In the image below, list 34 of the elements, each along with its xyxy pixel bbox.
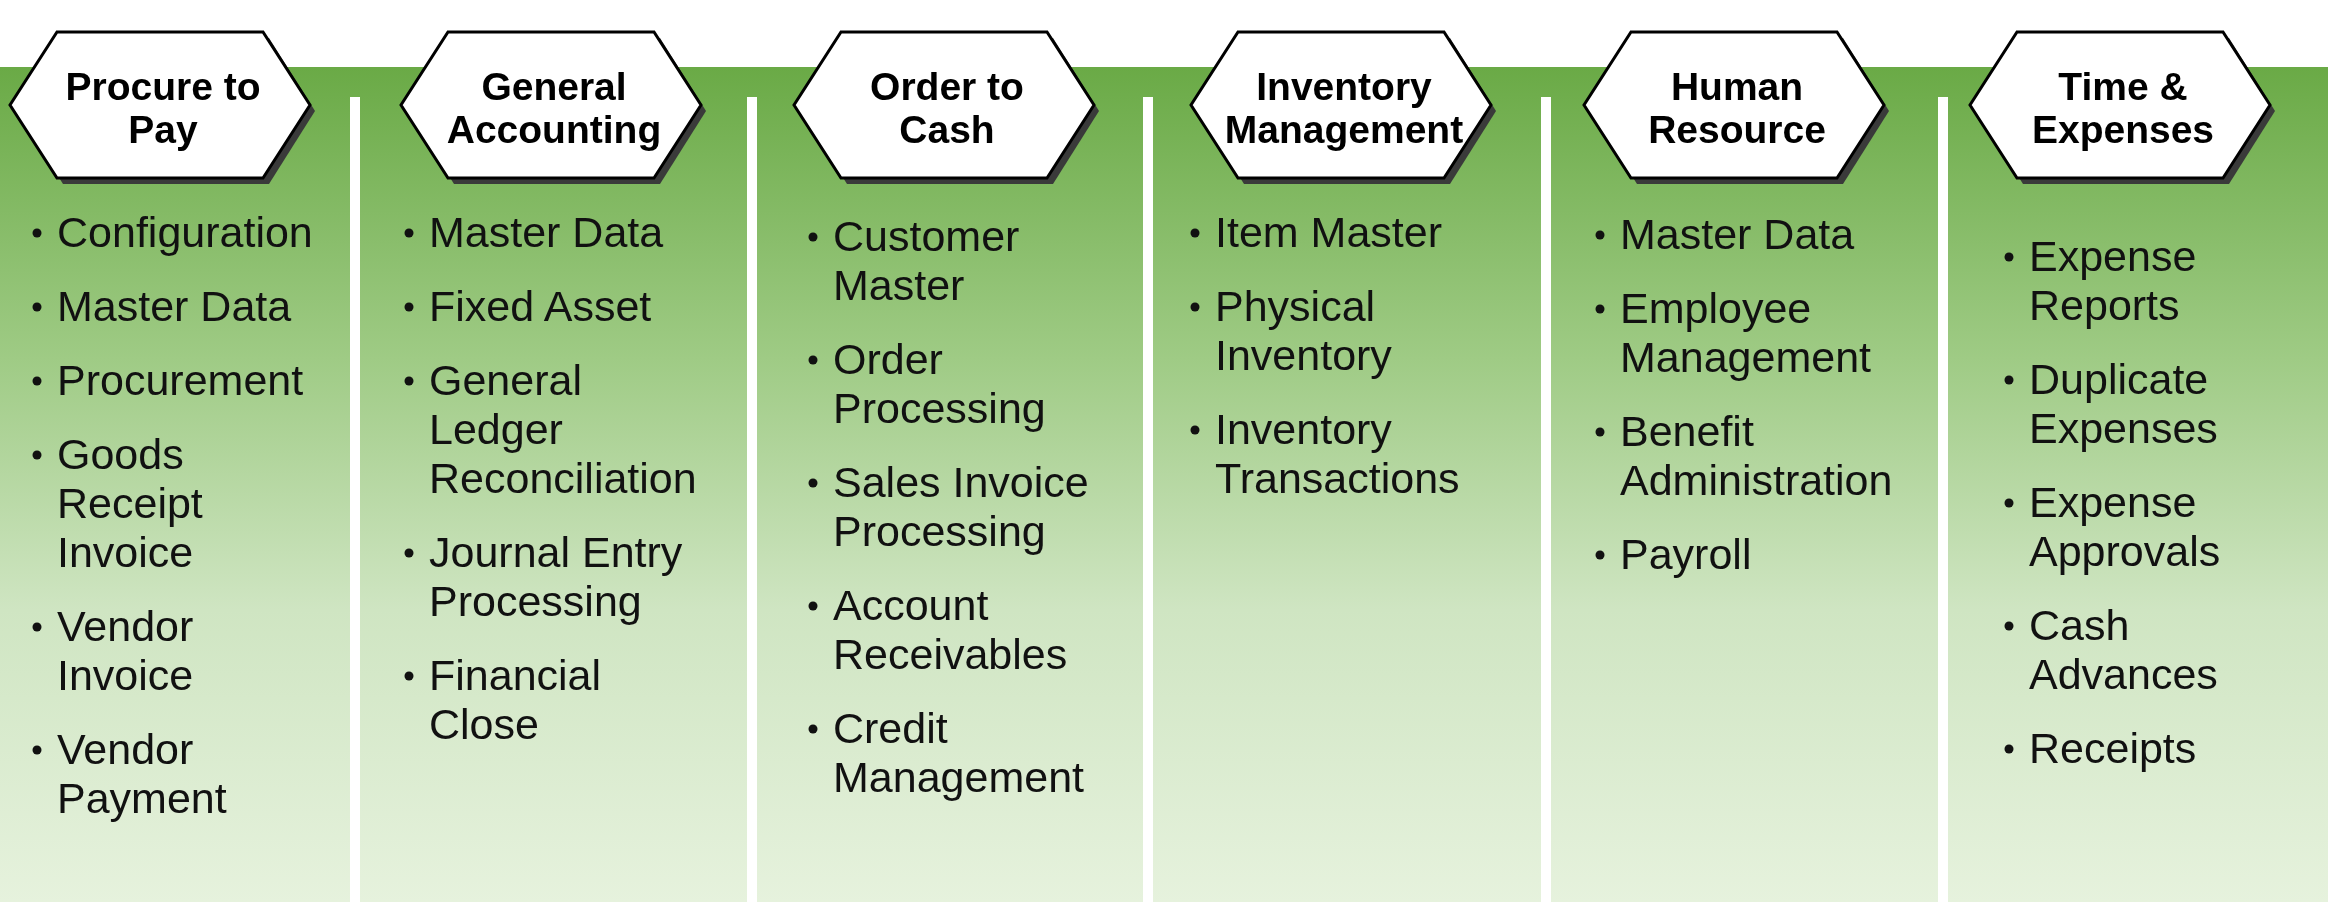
list-item: Configuration <box>57 208 314 257</box>
list-item: Master Data <box>57 282 293 331</box>
list-item: Master Data <box>1620 210 1856 259</box>
list-item: Expense Reports <box>2029 232 2198 330</box>
list-item: Account Receivables <box>833 581 1069 679</box>
list-item: Employee Management <box>1620 284 1872 382</box>
list-item: Financial Close <box>429 651 603 749</box>
list-item: General Ledger Reconciliation <box>429 356 698 503</box>
list-item: Journal Entry Processing <box>429 528 684 626</box>
list-item: Sales Invoice Processing <box>833 458 1090 556</box>
list-item: Inventory Transactions <box>1215 405 1461 503</box>
list-item: Master Data <box>429 208 665 257</box>
list-item: Fixed Asset <box>429 282 653 331</box>
list-item: Goods Receipt Invoice <box>57 430 204 577</box>
list-item: Cash Advances <box>2029 601 2219 699</box>
list-item: Procurement <box>57 356 305 405</box>
list-item: Duplicate Expenses <box>2029 355 2219 453</box>
list-item: Benefit Administration <box>1620 407 1894 505</box>
heading-text: Time & Expenses <box>2030 65 2216 151</box>
heading-text: Order to Cash <box>869 65 1025 151</box>
heading-text: General Accounting <box>445 65 663 151</box>
list-item: Expense Approvals <box>2029 478 2222 576</box>
list-item: Receipts <box>2029 724 2198 773</box>
list-item: Item Master <box>1215 208 1443 257</box>
heading-text: Inventory Management <box>1223 65 1465 151</box>
list-item: Credit Management <box>833 704 1085 802</box>
heading-text: Procure to Pay <box>64 65 262 151</box>
list-item: Customer Master <box>833 212 1021 310</box>
list-item: Vendor Invoice <box>57 602 195 700</box>
heading-text: Human Resource <box>1647 65 1827 151</box>
list-item: Order Processing <box>833 335 1047 433</box>
list-item: Payroll <box>1620 530 1753 579</box>
list-item: Vendor Payment <box>57 725 228 823</box>
list-item: Physical Inventory <box>1215 282 1393 380</box>
